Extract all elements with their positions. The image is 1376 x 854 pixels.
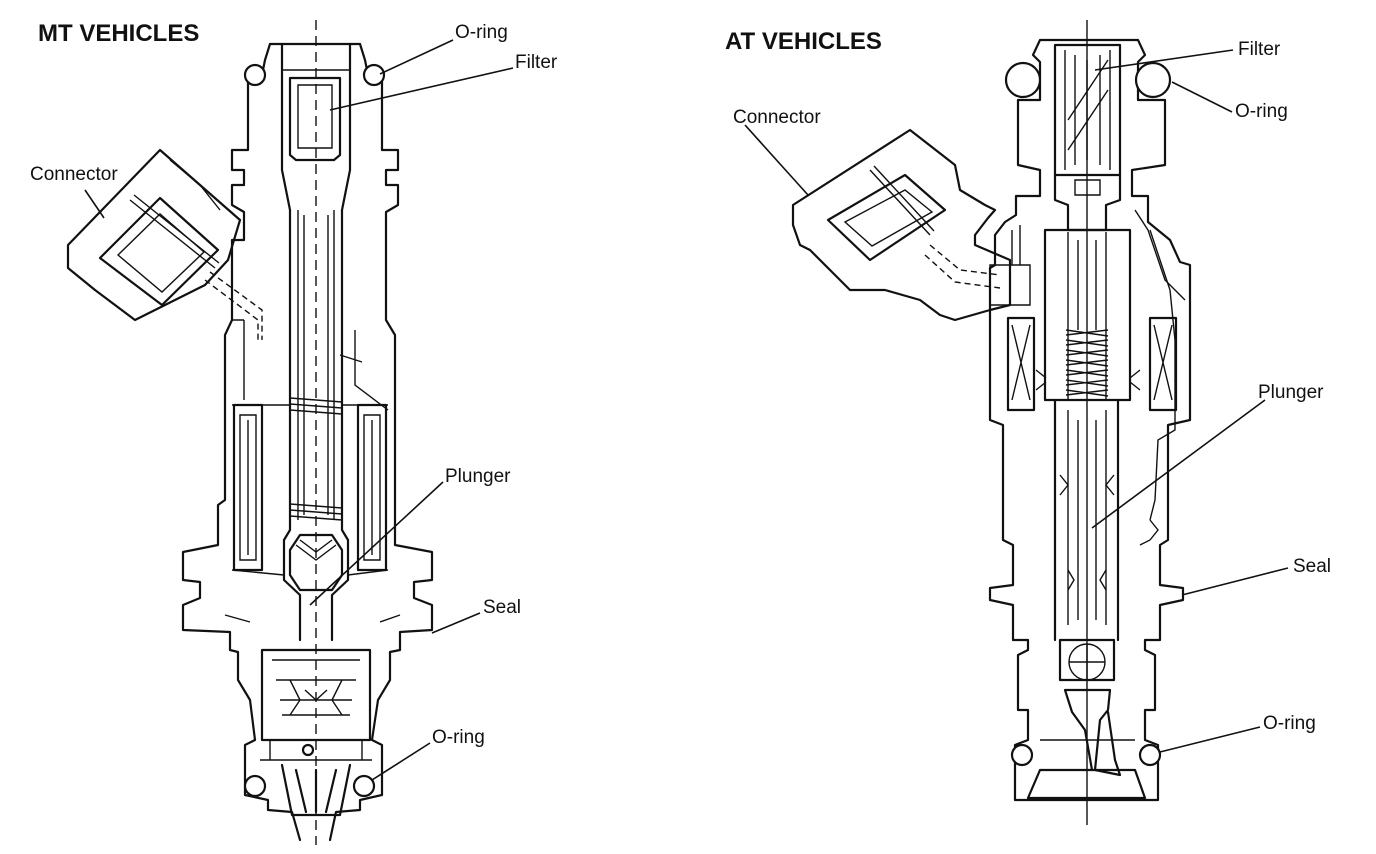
at-leader-o-ring-top [1171,81,1233,113]
at-plunger-ball [1058,638,1116,682]
mt-label-connector: Connector [30,164,118,185]
mt-injector: MT VEHICLES O-ring Filter Connector Plun… [30,20,558,845]
at-spring [1065,329,1109,397]
mt-leader-connector [84,189,105,219]
at-body-outline-left [988,38,1192,802]
mt-valve-body [260,648,372,742]
at-o-ring-top-right [1134,61,1172,99]
at-label-o-ring-top: O-ring [1235,101,1288,122]
at-leader-filter [1094,49,1234,71]
at-label-filter: Filter [1238,39,1281,60]
at-core [1043,228,1132,402]
at-title: AT VEHICLES [725,28,882,55]
mt-nozzle [280,763,352,817]
mt-connector [66,148,263,400]
mt-filter [288,76,342,162]
mt-o-ring-bottom-right [352,774,376,798]
mt-leader-o-ring-bottom [371,742,431,781]
mt-leader-filter [329,67,514,111]
at-leader-connector [744,124,809,196]
at-o-ring-top-left [1004,61,1042,99]
mt-label-o-ring-top: O-ring [455,22,508,43]
at-injector: AT VEHICLES Filter O-ring Connector Plun… [725,20,1331,825]
mt-o-ring-bottom-left [243,774,267,798]
mt-label-o-ring-bottom: O-ring [432,727,485,748]
mt-plunger [288,533,344,592]
at-nozzle [1063,688,1122,777]
at-label-seal: Seal [1293,556,1331,577]
mt-inner-bore [280,42,352,642]
mt-body-outline-right [328,42,434,842]
at-connector [791,128,1031,322]
at-label-connector: Connector [733,107,821,128]
mt-spring-upper [289,397,343,521]
mt-leader-plunger [309,481,444,606]
mt-title: MT VEHICLES [38,20,199,47]
mt-label-filter: Filter [515,52,558,73]
mt-label-plunger: Plunger [445,466,511,487]
mt-leader-o-ring-top [379,39,454,75]
at-leader-o-ring-bottom [1159,726,1261,753]
mt-label-seal: Seal [483,597,521,618]
at-coil-right [1148,316,1178,412]
at-label-plunger: Plunger [1258,382,1324,403]
at-leader-seal [1181,567,1289,596]
at-o-ring-bottom-right [1138,743,1162,767]
at-leader-plunger [1091,399,1266,529]
at-label-o-ring-bottom: O-ring [1263,713,1316,734]
at-o-ring-bottom-left [1010,743,1034,767]
mt-o-ring-top-right [362,63,386,87]
mt-leader-seal [431,612,481,634]
mt-body-outline-left [181,42,302,842]
at-coil-left [1006,316,1036,412]
mt-o-ring-top-left [243,63,267,87]
